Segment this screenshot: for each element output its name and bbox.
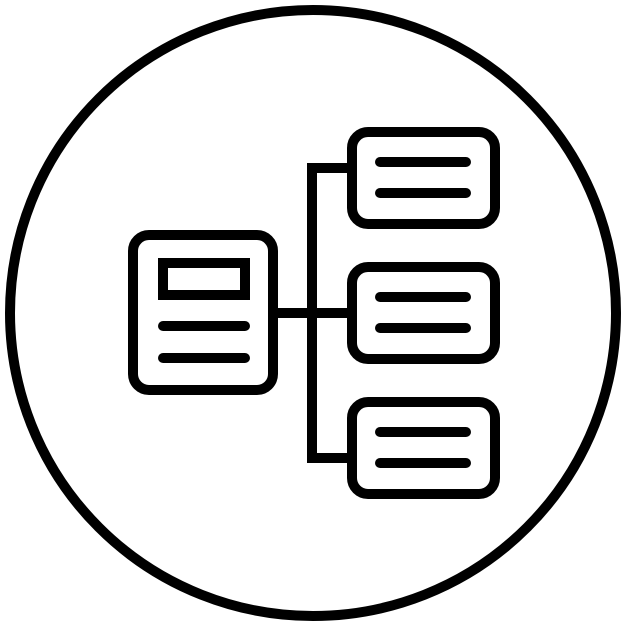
- child-node-top-frame: [347, 127, 500, 229]
- child-node-middle: [347, 262, 500, 364]
- parent-node-header-box: [158, 258, 250, 300]
- child-node-bottom: [347, 397, 500, 499]
- child-node-top: [347, 127, 500, 229]
- child-node-middle-frame: [347, 262, 500, 364]
- child-node-bottom-frame: [347, 397, 500, 499]
- connector-lines: [273, 163, 350, 463]
- outer-circle: [5, 5, 621, 621]
- parent-node: [128, 230, 278, 395]
